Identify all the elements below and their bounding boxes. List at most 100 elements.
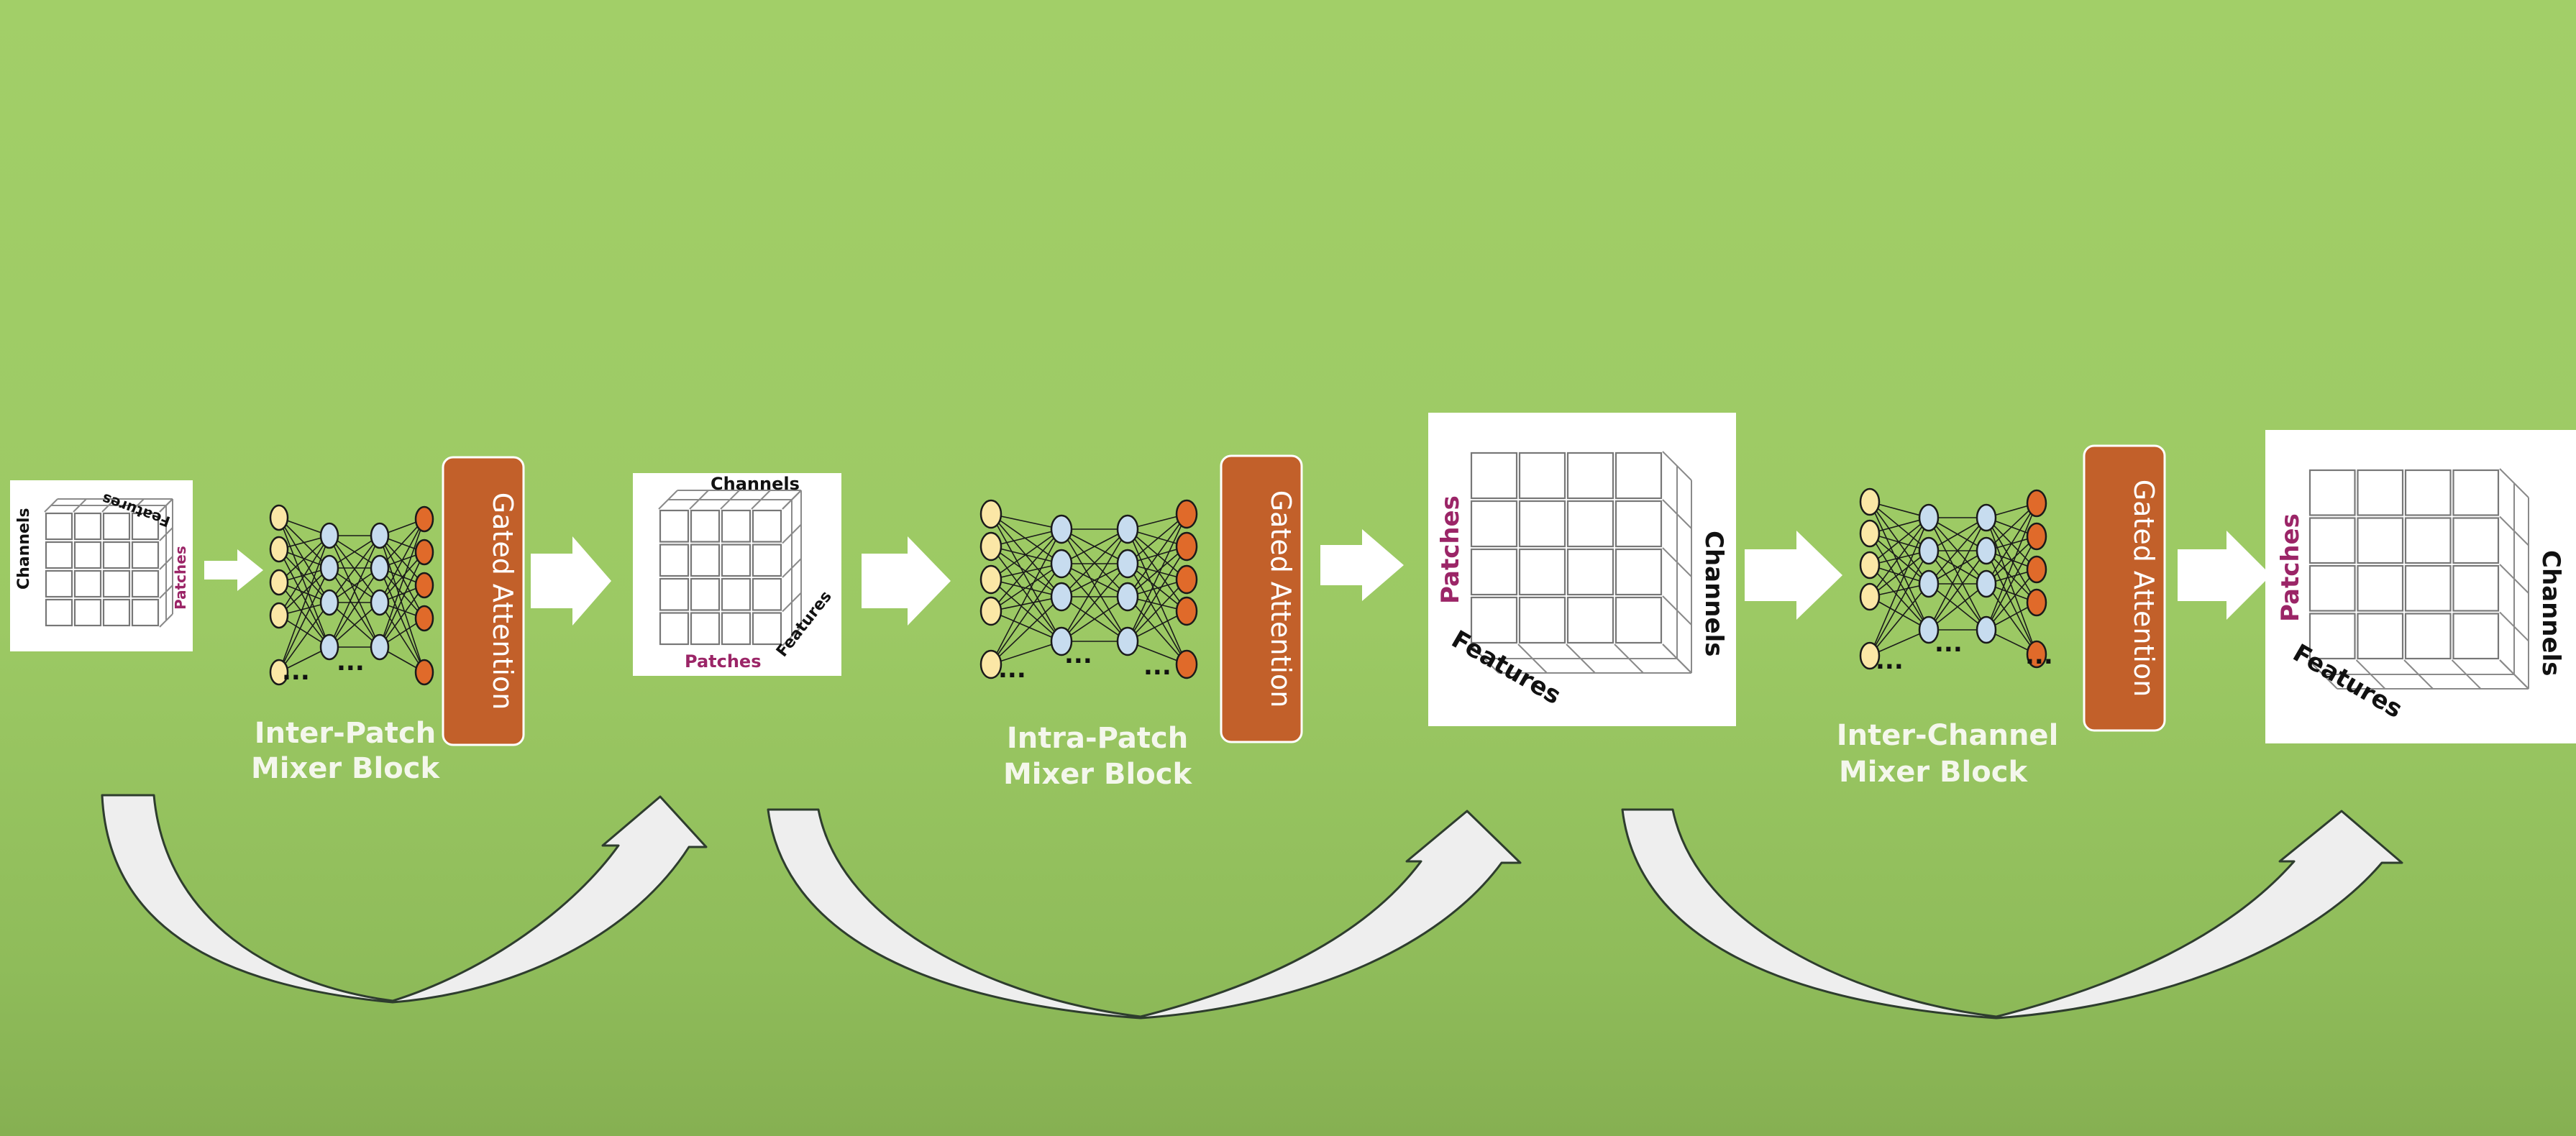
- block-2-name-line1: Intra-Patch: [1007, 722, 1188, 755]
- right-arrow-icon: [204, 549, 263, 591]
- block-2-ellipsis-2: ...: [1064, 641, 1092, 669]
- cube-cell: [73, 569, 102, 598]
- output-node: [1175, 531, 1198, 562]
- network-edge: [990, 528, 1062, 547]
- network-edge: [329, 535, 380, 648]
- hidden-node: [1976, 569, 1997, 598]
- output-node: [1175, 499, 1198, 529]
- hidden-node: [319, 522, 339, 549]
- network-edge: [329, 602, 380, 648]
- input-node: [979, 564, 1002, 595]
- network-edge: [1928, 550, 1987, 585]
- output-node: [2026, 588, 2047, 617]
- network-edge: [1986, 536, 2037, 631]
- hidden-node: [1918, 615, 1940, 644]
- cube-cell: [1566, 548, 1614, 596]
- mixer-block-1: ... ... Gated Attention Inter-Patch Mixe…: [251, 456, 525, 785]
- network-edge: [990, 641, 1062, 665]
- curved-residual-arrow-icon: [767, 808, 1522, 1020]
- block-2-ellipsis: ...: [998, 655, 1026, 684]
- network-edge: [278, 535, 330, 673]
- network-edge: [1986, 517, 2037, 655]
- right-arrow-icon: [862, 536, 951, 626]
- mixer-block-2: ... ... ... Gated Attention Intra-Patch …: [979, 454, 1303, 791]
- cube-cell: [1614, 548, 1663, 596]
- network-edge: [990, 596, 1062, 665]
- hidden-node: [1116, 582, 1139, 612]
- cube-cell: [1566, 452, 1614, 500]
- hidden-node: [1050, 582, 1073, 612]
- neural-network-icon: [269, 504, 434, 686]
- network-edge: [1986, 550, 2037, 655]
- input-node: [1859, 641, 1881, 670]
- gated-attention-label-2: Gated Attention: [1265, 490, 1297, 708]
- cube-cell: [752, 577, 782, 611]
- cube-cell: [2404, 469, 2452, 516]
- network-edge: [379, 585, 425, 648]
- network-edge: [379, 518, 425, 648]
- gated-attention-label-1: Gated Attention: [487, 493, 519, 710]
- network-edge: [329, 535, 380, 603]
- network-edge: [278, 535, 330, 616]
- cube-2-grid-icon: [658, 490, 802, 646]
- cube-cell: [1518, 452, 1566, 500]
- cube-cell: [73, 598, 102, 627]
- cube-cell: [2404, 517, 2452, 564]
- cube-cell: [752, 612, 782, 646]
- network-edge: [1127, 513, 1187, 564]
- output-node: [414, 605, 434, 632]
- cube-3: Patches Channels Features: [1428, 413, 1736, 726]
- cube-cell: [659, 509, 690, 543]
- cube-cell: [659, 544, 690, 577]
- cube-cell: [690, 612, 721, 646]
- cube-cell: [721, 577, 752, 611]
- output-node: [2026, 489, 2047, 518]
- cube-cell: [2452, 564, 2500, 612]
- cube-cell: [45, 598, 73, 627]
- cube-cell: [131, 512, 160, 541]
- cube-cell: [73, 512, 102, 541]
- input-node: [979, 499, 1002, 529]
- network-edge: [1869, 533, 1929, 585]
- network-edge: [990, 579, 1062, 642]
- mixer-block-3: ... ... ... Gated Attention Inter-Channe…: [1837, 444, 2166, 789]
- network-edge: [990, 513, 1062, 642]
- cube-cell: [1566, 500, 1614, 548]
- input-node: [269, 504, 289, 531]
- network-edge: [1869, 517, 1929, 597]
- cube-cell: [2357, 469, 2404, 516]
- cube-cell: [2308, 469, 2356, 516]
- cube-cell: [102, 598, 131, 627]
- hidden-node: [370, 589, 390, 616]
- right-arrow-icon: [2178, 531, 2271, 620]
- network-edge: [1986, 569, 2037, 631]
- hidden-node: [370, 554, 390, 582]
- cube-cell: [2404, 564, 2452, 612]
- hidden-node: [1050, 626, 1073, 656]
- input-node: [1859, 551, 1881, 580]
- output-node: [2026, 640, 2047, 669]
- cube-cell: [1518, 500, 1566, 548]
- cube-cell: [2357, 564, 2404, 612]
- network-edge: [1127, 579, 1187, 642]
- cube-4-grid-icon: [2308, 468, 2529, 690]
- network-edge: [990, 563, 1062, 612]
- network-edge: [379, 567, 425, 673]
- cube-cell: [131, 598, 160, 627]
- cube-cell: [659, 577, 690, 611]
- network-edge: [329, 567, 380, 648]
- curved-residual-arrow-icon: [1621, 808, 2403, 1020]
- network-edge: [990, 528, 1062, 580]
- right-arrow-icon: [1745, 531, 1842, 620]
- output-node: [414, 505, 434, 533]
- cube-cell: [721, 612, 752, 646]
- hidden-node: [319, 589, 339, 616]
- right-arrow-icon: [1320, 529, 1404, 601]
- cube-cell: [45, 541, 73, 569]
- input-node: [1859, 582, 1881, 611]
- network-edge: [1127, 528, 1187, 665]
- network-edge: [1869, 550, 1929, 656]
- cube-cell: [1518, 548, 1566, 596]
- cube-cell: [2404, 613, 2452, 660]
